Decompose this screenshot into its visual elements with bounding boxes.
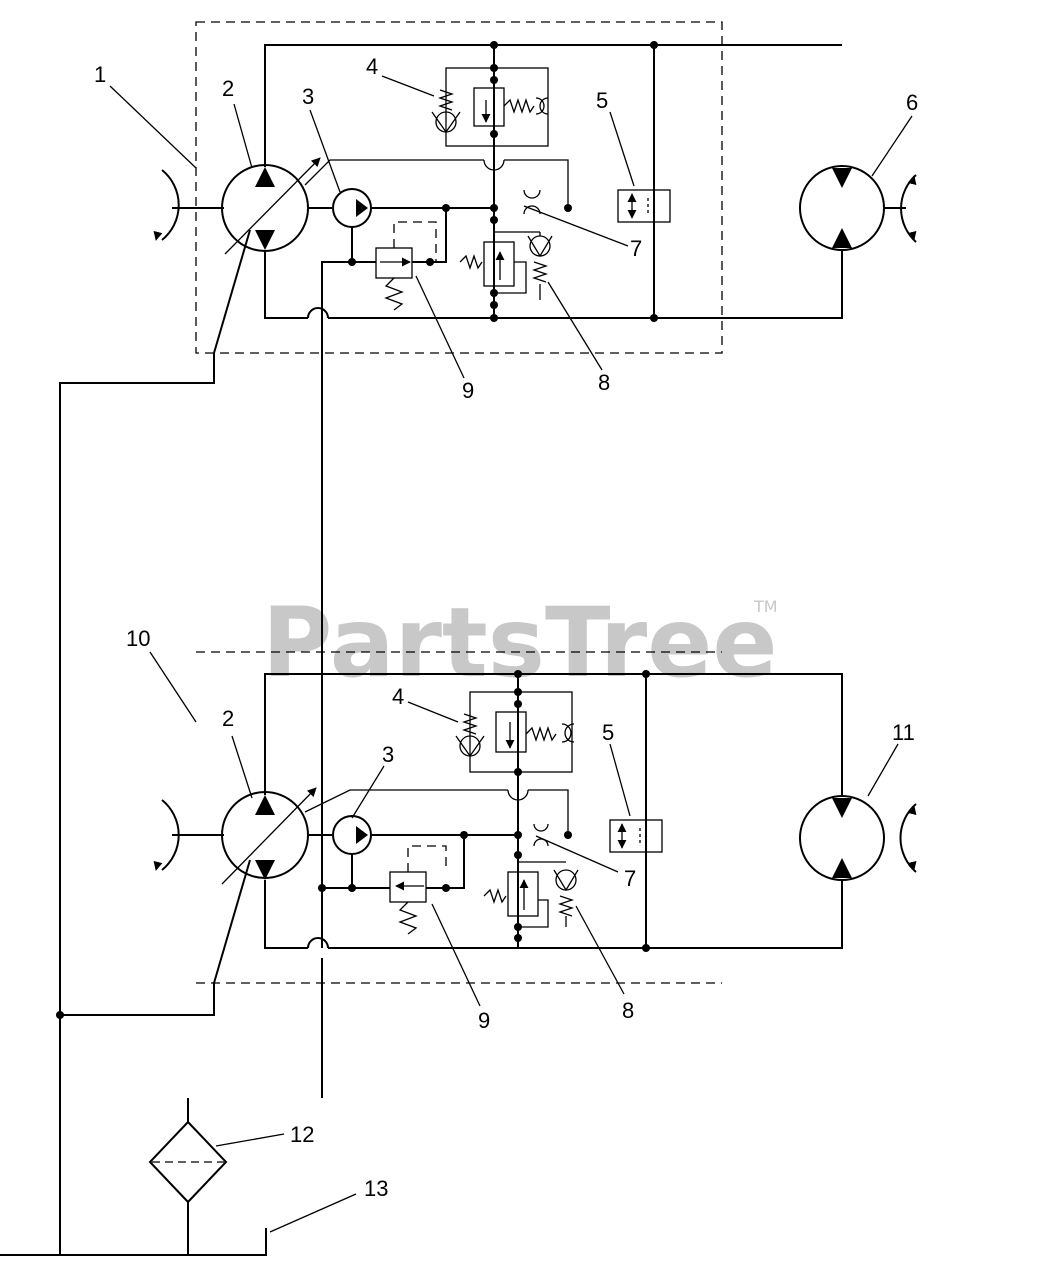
top-low-pressure-line-left: [264, 250, 308, 319]
callout-13: 13: [364, 1176, 388, 1201]
callout-5-top: 5: [596, 88, 608, 113]
top-circuit: [59, 21, 917, 1255]
top-low-pressure-line: [328, 250, 843, 319]
reservoir-line: [0, 1228, 267, 1256]
bottom-low-pressure-line-left: [264, 880, 308, 949]
callout-6: 6: [906, 90, 918, 115]
top-charge-pump: [308, 188, 494, 262]
top-line-crossover: [307, 307, 329, 319]
top-case-drain: [59, 229, 251, 1255]
callouts: 1 2 3 4 5 6 7 8 9 10 2 3 4 5 11 7 8 9: [94, 54, 918, 1233]
bottom-servo-line: [304, 789, 508, 813]
callout-8-top: 8: [598, 370, 610, 395]
callout-7-bottom: 7: [624, 866, 636, 891]
callout-8-bottom: 8: [622, 998, 634, 1023]
bottom-high-pressure-line: [264, 673, 843, 795]
callout-1: 1: [94, 62, 106, 87]
callout-10: 10: [126, 626, 150, 651]
callout-7-top: 7: [630, 236, 642, 261]
top-variable-pump: [221, 157, 321, 255]
callout-11: 11: [892, 720, 915, 745]
bottom-circuit: [56, 640, 917, 1098]
watermark: PartsTree: [262, 587, 777, 699]
bottom-drive-motor: [799, 795, 917, 881]
callout-4-top: 4: [366, 54, 378, 79]
bottom-charge-pump: [308, 815, 518, 888]
top-high-pressure-line: [264, 44, 842, 167]
bottom-variable-pump: [221, 787, 317, 885]
top-relief-check-valve-low: [459, 231, 553, 300]
top-orifice: [523, 189, 541, 199]
bottom-bypass-valve: [609, 819, 663, 853]
filter: [148, 1098, 228, 1255]
top-relief-check-valve-high: [431, 64, 549, 147]
top-servo-line: [304, 159, 484, 186]
bottom-relief-check-valve-high: [455, 688, 575, 776]
bottom-charge-relief-valve: [318, 835, 465, 935]
watermark-tm: TM: [753, 597, 778, 616]
callout-2-bottom: 2: [222, 706, 234, 731]
callout-5-bottom: 5: [602, 720, 614, 745]
callout-3-top: 3: [302, 84, 314, 109]
callout-4-bottom: 4: [392, 684, 404, 709]
callout-2-top: 2: [222, 76, 234, 101]
top-drive-motor: [799, 165, 917, 251]
callout-12: 12: [290, 1122, 314, 1147]
top-charge-relief-valve: [321, 208, 447, 318]
callout-3-bottom: 3: [382, 742, 394, 767]
top-bypass-valve: [617, 189, 671, 223]
top-input-shaft: [153, 169, 224, 241]
bottom-low-pressure-line: [328, 880, 843, 949]
bottom-relief-check-valve-low: [483, 861, 579, 928]
bottom-input-shaft: [153, 799, 224, 871]
callout-9-bottom: 9: [478, 1008, 490, 1033]
top-housing-boundary: [195, 21, 723, 354]
bottom-orifice: [533, 823, 549, 832]
bottom-case-drain: [60, 859, 251, 1016]
callout-9-top: 9: [462, 378, 474, 403]
